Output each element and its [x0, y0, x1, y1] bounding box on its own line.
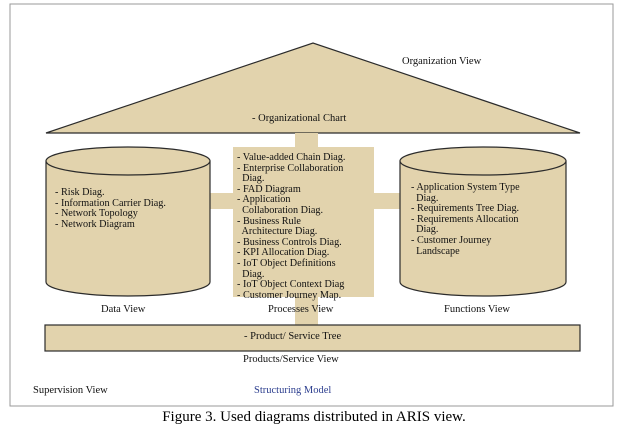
processes-view-list: - Value-added Chain Diag. - Enterprise C… [237, 152, 346, 301]
process-function-connector [373, 193, 400, 209]
list-item: Landscape [411, 245, 460, 257]
functions-view-cylinder [399, 146, 567, 297]
data-process-connector [209, 193, 234, 209]
list-item: - Customer Journey Map. [237, 289, 342, 301]
list-item: Diag. [237, 268, 265, 280]
list-item: - IoT Object Definitions [237, 257, 336, 269]
list-item: - Network Diagram [55, 218, 135, 230]
list-item: - Risk Diag. [55, 187, 105, 198]
list-item: - Application [237, 194, 291, 206]
list-item: Diag. [411, 224, 439, 236]
list-item: - Application System Type [411, 182, 520, 193]
list-item: - Business Controls Diag. [237, 236, 342, 248]
organizational-chart-item: - Organizational Chart [252, 113, 347, 124]
list-item: - IoT Object Context Diag [237, 279, 345, 291]
figure-caption: Figure 3. Used diagrams distributed in A… [162, 409, 466, 425]
structuring-model-label: Structuring Model [254, 385, 332, 396]
list-item: - Requirements Allocation [411, 213, 519, 225]
product-connector [295, 297, 318, 325]
list-item: - Information Carrier Diag. [55, 197, 166, 209]
list-item: - KPI Allocation Diag. [237, 247, 330, 259]
product-service-tree-item: - Product/ Service Tree [244, 331, 342, 342]
list-item: - Customer Journey [411, 234, 492, 246]
processes-view-title: Processes View [268, 304, 334, 315]
list-item: Diag. [237, 173, 265, 185]
list-item: - FAD Diagram [237, 183, 301, 195]
list-item: Architecture Diag. [237, 226, 318, 238]
list-item: - Value-added Chain Diag. [237, 152, 346, 163]
list-item: - Requirements Tree Diag. [411, 203, 520, 215]
list-item: - Business Rule [237, 215, 301, 227]
products-base [44, 324, 581, 352]
processes-block [233, 147, 374, 297]
list-item: - Network Topology [55, 208, 138, 220]
list-item: Diag. [411, 192, 439, 204]
list-item: Collaboration Diag. [237, 204, 324, 216]
data-view-list: - Risk Diag. - Information Carrier Diag.… [55, 187, 166, 230]
functions-view-list: - Application System Type Diag. - Requir… [411, 182, 520, 257]
organization-view-title: Organization View [402, 56, 482, 67]
data-view-cylinder [45, 146, 211, 297]
supervision-view-label: Supervision View [33, 385, 108, 396]
roof-connector [295, 133, 318, 147]
products-view-title: Products/Service View [243, 354, 339, 365]
data-view-title: Data View [101, 304, 146, 315]
functions-view-title: Functions View [444, 304, 510, 315]
list-item: - Enterprise Collaboration [237, 162, 344, 174]
